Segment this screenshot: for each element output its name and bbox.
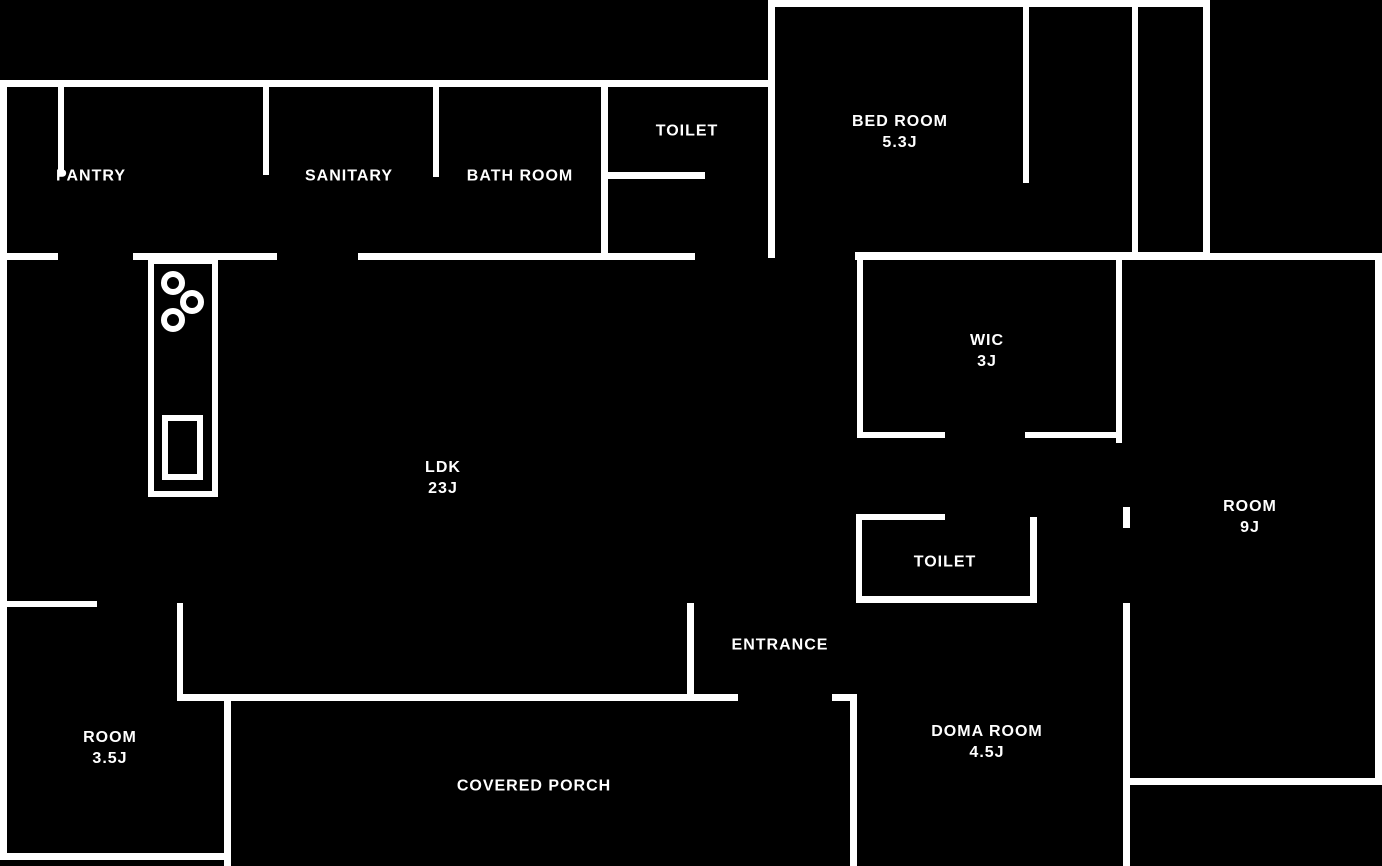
wall-doma-left-wall: [850, 701, 857, 866]
room-label-pantry: PANTRY: [56, 166, 126, 187]
room-name-wic: WIC: [969, 332, 1005, 349]
room-label-entrance: ENTRANCE: [732, 635, 829, 656]
room-label-toilet-upper: TOILET: [656, 121, 719, 142]
room-name-doma-room: DOMA ROOM: [931, 723, 1043, 740]
wall-porch-top-wall-a: [183, 694, 738, 701]
room-name-covered-porch: COVERED PORCH: [456, 777, 612, 795]
wall-wic-left-wall: [857, 252, 863, 438]
room-label-bath-room: BATH ROOM: [467, 166, 573, 187]
wall-bottom-left-outer-wall: [0, 853, 231, 860]
wall-top-left-section-wall: [0, 80, 775, 87]
wall-mid-wall-right: [855, 252, 1210, 260]
stove-burner-icon-3: [161, 308, 185, 332]
room-label-wic: WIC 3J: [970, 330, 1004, 372]
kitchen-sink: [162, 415, 203, 480]
wall-wic-right-wall: [1116, 252, 1122, 443]
room-size-room-9j: 9J: [1240, 519, 1260, 536]
room-name-ldk: LDK: [425, 459, 461, 476]
wall-hall-door-stub: [1123, 507, 1130, 528]
wall-hall-lower-wall: [1123, 603, 1130, 866]
room-label-bed-room: BED ROOM 5.3J: [852, 111, 948, 153]
room-size-wic: 3J: [977, 353, 997, 370]
room-label-toilet-lower: TOILET: [914, 552, 977, 573]
wall-room35-right-wall: [177, 603, 183, 701]
wall-toilet-lower-left-wall: [856, 514, 862, 603]
wall-toilet-lower-right-wall: [1030, 517, 1037, 603]
wall-bedroom-inner-right-wall: [1132, 0, 1138, 256]
room-label-ldk: LDK 23J: [425, 457, 461, 499]
room-name-room-3-5j: ROOM: [83, 729, 137, 746]
wall-room9-right-outer-wall: [1375, 253, 1382, 785]
room-name-sanitary: SANITARY: [305, 167, 393, 185]
wall-porch-left-wall: [224, 701, 231, 866]
wall-room9-bottom-wall: [1129, 778, 1377, 785]
room-name-entrance: ENTRANCE: [731, 636, 829, 654]
wall-bedroom-closet-divider: [1023, 7, 1029, 183]
wall-bedroom-left-wall: [768, 0, 775, 258]
room-size-doma-room: 4.5J: [969, 744, 1005, 761]
wall-pantry-right-stub: [58, 87, 64, 175]
wall-bath-toilet-divider: [601, 87, 608, 258]
room-label-room-3-5j: ROOM 3.5J: [83, 727, 137, 769]
wall-wic-bottom-wall-b: [1025, 432, 1122, 438]
room-label-covered-porch: COVERED PORCH: [457, 776, 611, 797]
wall-toilet-lower-top-wall: [856, 514, 945, 520]
room-name-bed-room: BED ROOM: [852, 113, 948, 130]
wall-toilet-upper-partition: [608, 172, 705, 179]
wall-room9-top-wall: [1210, 253, 1382, 260]
wall-toilet-lower-bottom-wall: [856, 596, 1037, 603]
wall-porch-top-wall-b: [832, 694, 857, 701]
wall-mid-wall-left-a: [5, 253, 58, 260]
wall-bedroom-top-wall: [770, 0, 1210, 7]
room-name-bath-room: BATH ROOM: [466, 167, 574, 185]
wall-bedroom-right-outer-wall: [1203, 0, 1210, 258]
room-name-room-9j: ROOM: [1223, 498, 1277, 515]
wall-sanitary-left-stub: [263, 87, 269, 175]
room-size-room-3-5j: 3.5J: [92, 750, 128, 767]
room-label-doma-room: DOMA ROOM 4.5J: [931, 721, 1043, 763]
wall-mid-wall-left-b: [133, 253, 277, 260]
wall-sanitary-right-stub: [433, 87, 439, 177]
wall-room35-top-wall: [7, 601, 97, 607]
wall-mid-wall-left-c: [358, 253, 695, 260]
room-size-ldk: 23J: [428, 480, 458, 497]
kitchen-counter: [148, 258, 218, 497]
room-name-toilet-upper: TOILET: [655, 122, 719, 140]
room-label-sanitary: SANITARY: [305, 166, 393, 187]
room-name-toilet-lower: TOILET: [913, 553, 977, 571]
room-name-pantry: PANTRY: [56, 167, 126, 185]
stove-burner-icon-1: [161, 271, 185, 295]
stove-burner-icon-2: [180, 290, 204, 314]
wall-left-outer-wall: [0, 80, 7, 860]
wall-entrance-wall: [687, 603, 694, 697]
wall-wic-bottom-wall-a: [857, 432, 945, 438]
room-size-bed-room: 5.3J: [882, 134, 918, 151]
room-label-room-9j: ROOM 9J: [1223, 496, 1277, 538]
